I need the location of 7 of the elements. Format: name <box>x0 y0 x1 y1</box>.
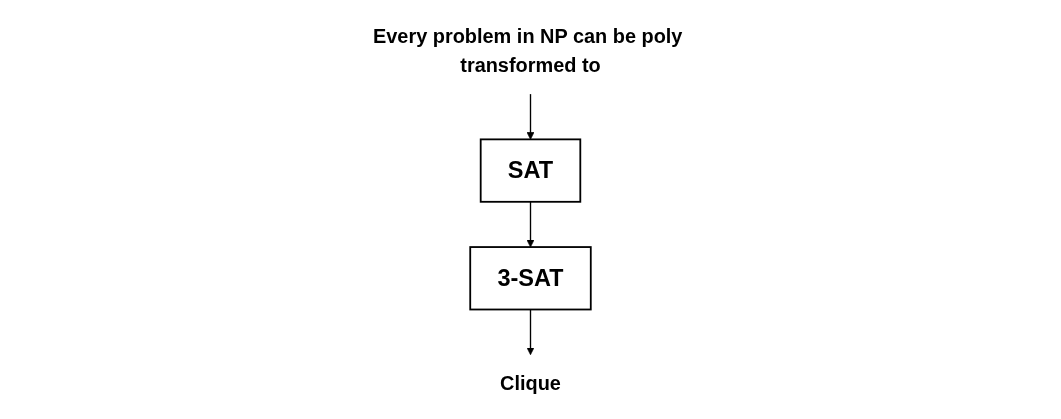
node-box: SAT <box>479 138 582 203</box>
arrow <box>526 93 535 140</box>
arrow <box>526 308 535 356</box>
node-text: Every problem in NP can be poly transformed to <box>373 24 683 77</box>
node-box: 3-SAT <box>469 246 592 311</box>
arrow <box>526 201 535 248</box>
node-text: Clique <box>500 371 561 395</box>
